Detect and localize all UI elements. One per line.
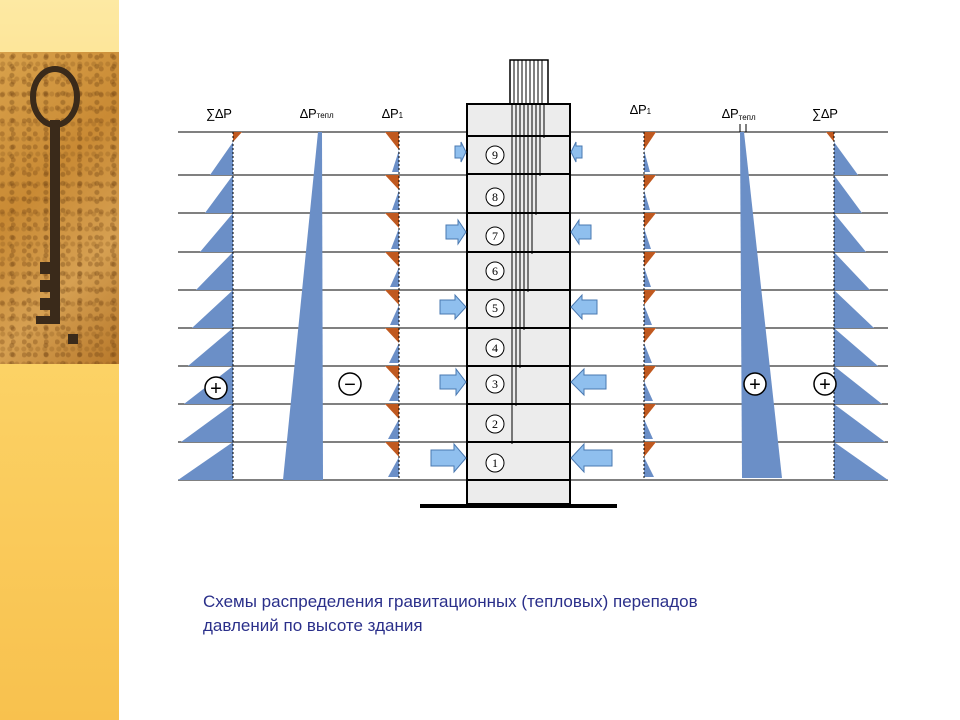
right-sum-pressure-diagram: [826, 132, 888, 480]
left-p1-diagram: [385, 132, 400, 480]
plus-sign: +: [819, 374, 831, 396]
inflow-arrows-right: [570, 141, 613, 474]
key-photo: [0, 52, 119, 364]
arrow-right-icon: [439, 367, 467, 397]
floor-number: 1: [492, 456, 498, 470]
arrow-right-icon: [439, 293, 467, 321]
minus-sign: −: [344, 374, 356, 396]
left-heat-pressure-diagram: [283, 132, 323, 480]
sign-markers: + − + +: [204, 372, 837, 400]
arrow-right-icon: [445, 218, 467, 246]
label-left-heat: ∆Pтепл: [300, 106, 334, 121]
floor-number: 9: [492, 148, 498, 162]
arrow-left-icon: [570, 218, 592, 246]
label-left-p1: ∆P1: [382, 106, 404, 121]
arrow-left-icon: [570, 141, 583, 163]
arrow-left-icon: [570, 367, 607, 397]
label-right-sum: ∑∆P: [812, 106, 838, 121]
caption-line-1: Схемы распределения гравитационных (тепл…: [203, 592, 698, 611]
building-section: [420, 59, 617, 508]
arrow-right-icon: [430, 442, 467, 474]
floor-number: 6: [492, 264, 498, 278]
inflow-arrows-left: [430, 141, 467, 474]
floor-number: 7: [492, 229, 498, 243]
floor-number: 2: [492, 417, 498, 431]
figure-caption: Схемы распределения гравитационных (тепл…: [203, 590, 903, 638]
arrow-left-icon: [570, 442, 613, 474]
left-sum-pressure-diagram: [178, 132, 242, 480]
plus-sign: +: [749, 374, 761, 396]
floor-number: 8: [492, 190, 498, 204]
right-p1-diagram: [643, 132, 656, 480]
caption-line-2: давлений по высоте здания: [203, 616, 423, 635]
label-right-heat: ∆Pтепл: [722, 106, 756, 122]
plus-sign: +: [210, 378, 222, 400]
arrow-right-icon: [454, 141, 467, 163]
right-heat-pressure-diagram: [739, 124, 782, 478]
arrow-left-icon: [570, 293, 598, 321]
floor-numbers: 9 8 7 6 5 4 3 2 1: [485, 145, 505, 473]
floor-number: 3: [492, 377, 498, 391]
label-right-p1: ∆P1: [630, 102, 652, 117]
floor-number: 4: [492, 341, 498, 355]
key-icon: [30, 66, 80, 344]
label-left-sum: ∑∆P: [206, 106, 232, 121]
floor-number: 5: [492, 301, 498, 315]
column-labels: ∑∆P ∆Pтепл ∆P1 ∆P1 ∆Pтепл ∑∆P: [206, 102, 838, 122]
